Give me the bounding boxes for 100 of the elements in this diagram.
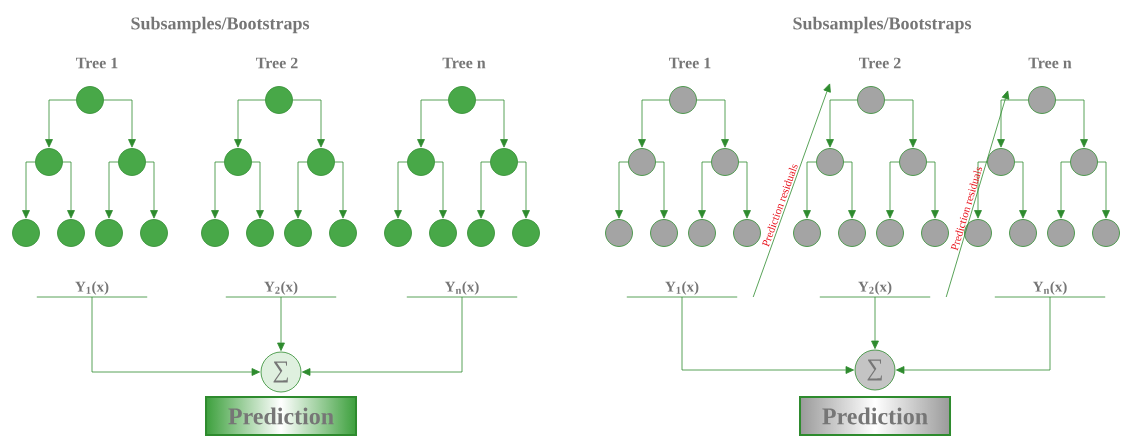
arrow (803, 161, 817, 219)
arrow (475, 99, 508, 148)
arrow (826, 99, 858, 148)
tree-node-circle (307, 148, 335, 176)
arrow (886, 161, 900, 219)
heading: Subsamples/Bootstraps (793, 16, 972, 34)
tree-node-circle (265, 86, 293, 114)
arrow (615, 161, 629, 219)
tree-node-circle (12, 219, 40, 247)
arrow (896, 296, 1051, 374)
tree-node-circle (733, 219, 761, 247)
arrow (1055, 99, 1088, 148)
arrow (696, 99, 729, 148)
tree-node-circle (467, 219, 495, 247)
tree-node-circle (650, 219, 678, 247)
tree-node-circle (384, 219, 412, 247)
output-label: Y$_{n}$(x) (406, 281, 518, 298)
tree-node-circle (899, 148, 927, 176)
arrow (1057, 161, 1071, 219)
tree-node-circle (921, 219, 949, 247)
arrow (517, 161, 530, 219)
arrow (945, 90, 1010, 298)
arrow (974, 161, 988, 219)
tree-node-circle (987, 148, 1015, 176)
arrow (251, 161, 264, 219)
output-label: Y$_{2}$(x) (225, 281, 337, 298)
arrow (145, 161, 158, 219)
arrow (926, 161, 939, 219)
arrow (45, 99, 77, 148)
arrow (277, 296, 285, 351)
tree-node-circle (284, 219, 312, 247)
tree-node-circle (140, 219, 168, 247)
tree-node-circle (838, 219, 866, 247)
tree-node-circle (201, 219, 229, 247)
tree-node-circle (711, 148, 739, 176)
tree-node-circle (1070, 148, 1098, 176)
arrow (698, 161, 712, 219)
tree-node-circle (605, 219, 633, 247)
arrow (884, 99, 917, 148)
tree-node-circle (57, 219, 85, 247)
output-label: Y$_{n}$(x) (994, 281, 1106, 298)
output-label: Y$_{1}$(x) (626, 281, 738, 298)
tree-label: Tree 2 (256, 57, 298, 69)
tree-node-circle (35, 148, 63, 176)
arrow (997, 99, 1029, 148)
output-label: Y$_{1}$(x) (36, 281, 148, 298)
arrow (292, 99, 325, 148)
tree-node-circle (95, 219, 123, 247)
arrow (105, 161, 119, 219)
tree-node-circle (76, 86, 104, 114)
arrow (843, 161, 856, 219)
arrow (752, 83, 831, 298)
tree-node-circle (118, 148, 146, 176)
tree-node-circle (628, 148, 656, 176)
tree-node-circle (793, 219, 821, 247)
arrow (234, 99, 266, 148)
arrow (103, 99, 136, 148)
arrow (655, 161, 668, 219)
tree-label: Tree 1 (76, 57, 118, 69)
tree-node-circle (224, 148, 252, 176)
tree-node-circle (876, 219, 904, 247)
arrow (638, 99, 670, 148)
arrow (871, 296, 879, 349)
arrow (91, 296, 260, 376)
prediction-box: Prediction (799, 396, 951, 436)
arrow (302, 296, 463, 376)
arrow (417, 99, 449, 148)
tree-node-circle (246, 219, 274, 247)
tree-label: Tree 2 (859, 57, 901, 69)
arrow (334, 161, 347, 219)
tree-node-circle (816, 148, 844, 176)
arrow (211, 161, 225, 219)
tree-node-circle (688, 219, 716, 247)
arrow (1097, 161, 1110, 219)
arrow (681, 296, 855, 374)
tree-node-circle (1092, 219, 1120, 247)
arrow (394, 161, 408, 219)
tree-node-circle (512, 219, 540, 247)
arrow (62, 161, 75, 219)
tree-node-circle (669, 86, 697, 114)
arrow (738, 161, 751, 219)
arrow (22, 161, 36, 219)
tree-label: Tree n (442, 57, 486, 69)
tree-node-circle (1009, 219, 1037, 247)
tree-node-circle (329, 219, 357, 247)
tree-label: Tree 1 (669, 57, 711, 69)
tree-node-circle (857, 86, 885, 114)
arrow (1014, 161, 1027, 219)
tree-node-circle (448, 86, 476, 114)
tree-node-circle (1028, 86, 1056, 114)
arrow (477, 161, 491, 219)
arrow (434, 161, 447, 219)
tree-node-circle (490, 148, 518, 176)
arrow (294, 161, 308, 219)
tree-node-circle (407, 148, 435, 176)
output-label: Y$_{2}$(x) (819, 281, 931, 298)
heading: Subsamples/Bootstraps (131, 16, 310, 34)
tree-node-circle (429, 219, 457, 247)
tree-label: Tree n (1028, 57, 1072, 69)
tree-node-circle (1047, 219, 1075, 247)
